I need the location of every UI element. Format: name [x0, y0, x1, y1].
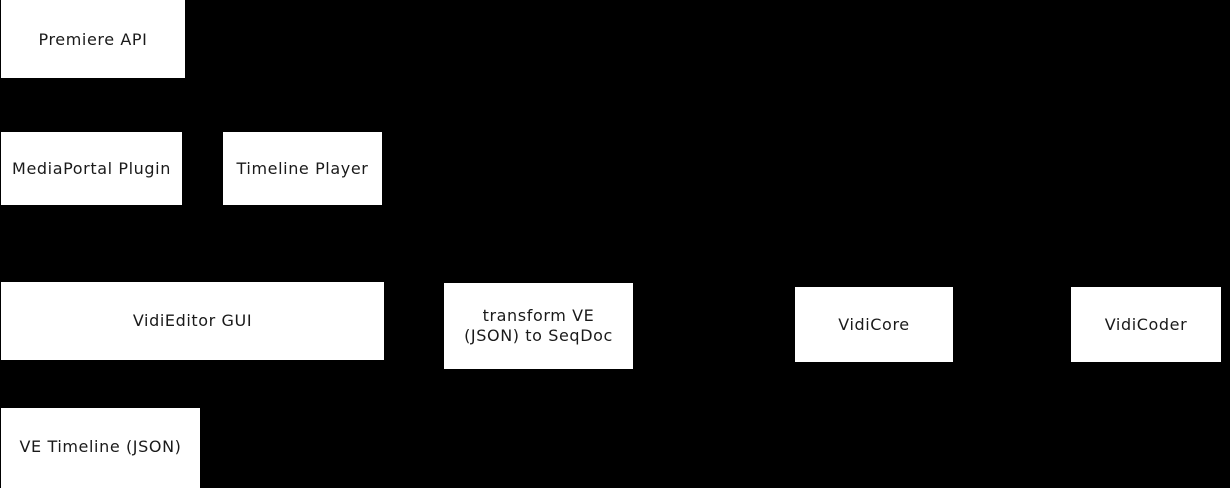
node-vidicoder[interactable]: VidiCoder — [1070, 286, 1222, 363]
node-premiere-api[interactable]: Premiere API — [0, 0, 186, 79]
node-mediaportal-plugin-label: MediaPortal Plugin — [12, 158, 171, 178]
node-vidieditor-gui[interactable]: VidiEditor GUI — [0, 281, 385, 361]
node-timeline-player-label: Timeline Player — [236, 158, 369, 178]
node-transform-ve-label: transform VE (JSON) to SeqDoc — [464, 306, 613, 345]
node-vidicoder-label: VidiCoder — [1104, 314, 1188, 334]
node-transform-ve[interactable]: transform VE (JSON) to SeqDoc — [443, 282, 634, 370]
node-vidicore[interactable]: VidiCore — [794, 286, 954, 363]
node-ve-timeline-json-label: VE Timeline (JSON) — [19, 436, 182, 456]
node-ve-timeline-json[interactable]: VE Timeline (JSON) — [0, 407, 201, 488]
node-premiere-api-label: Premiere API — [38, 29, 148, 49]
node-mediaportal-plugin[interactable]: MediaPortal Plugin — [0, 131, 183, 206]
node-timeline-player[interactable]: Timeline Player — [222, 131, 383, 206]
node-vidicore-label: VidiCore — [838, 314, 910, 334]
node-vidieditor-gui-label: VidiEditor GUI — [132, 311, 253, 330]
